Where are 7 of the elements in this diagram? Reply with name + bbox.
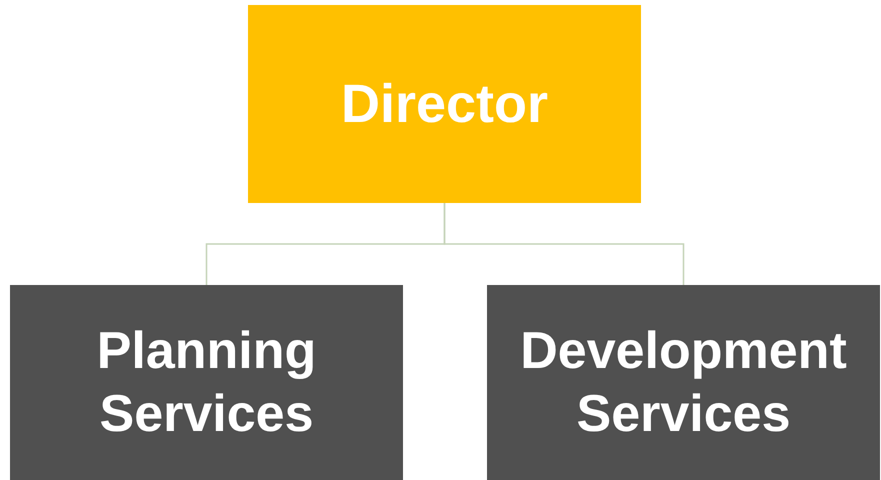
director-box [248,5,641,203]
node-label: Planning Services [96,321,318,444]
connector-line [444,203,684,285]
node-label: Director [340,72,548,136]
department-box [10,285,403,480]
node-label: Development Services [519,321,848,444]
department-box [487,285,880,480]
